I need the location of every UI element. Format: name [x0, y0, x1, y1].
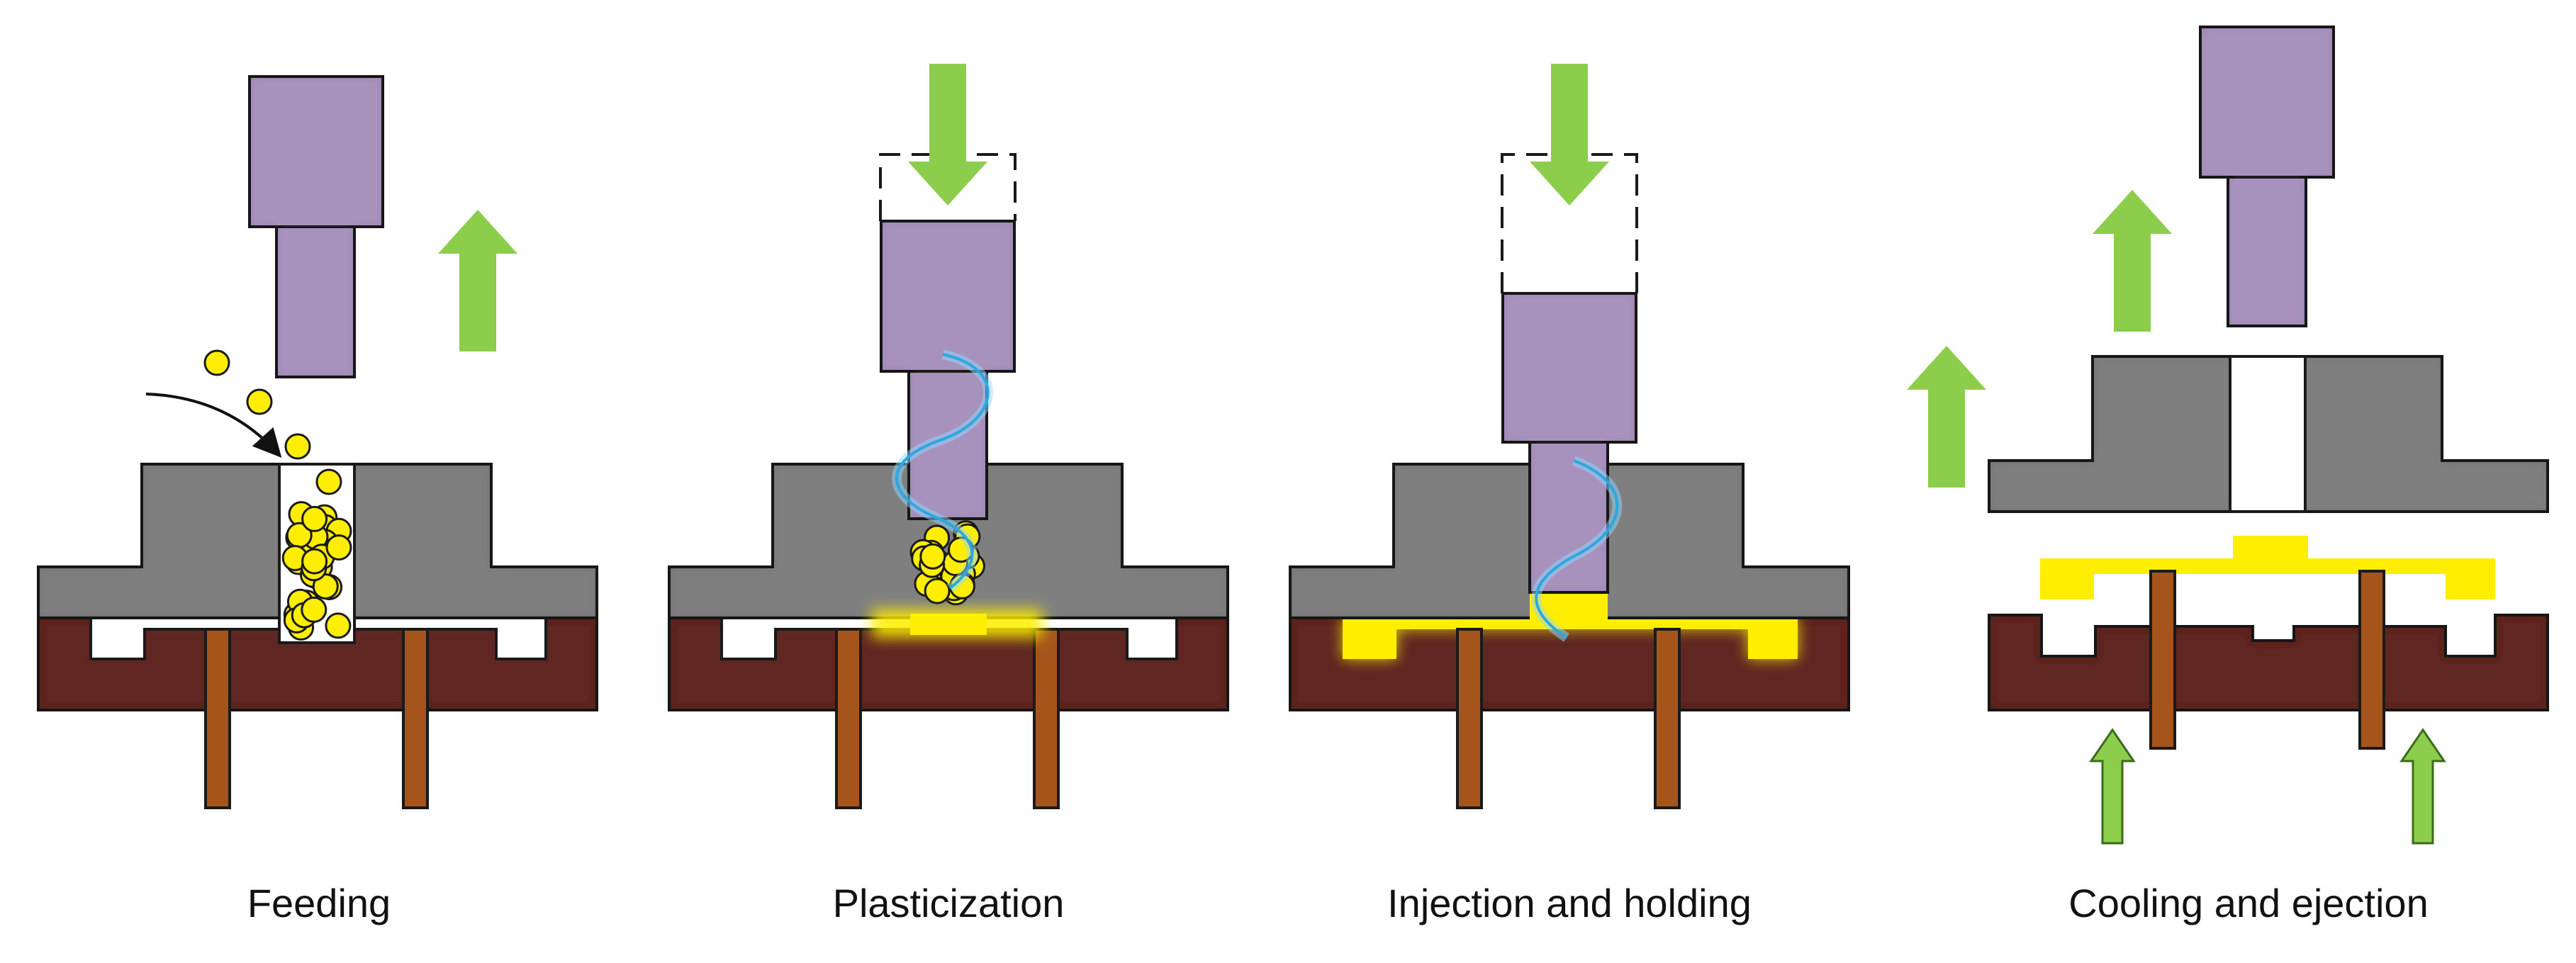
pellet-pile: [281, 501, 352, 641]
green-arrow-icon: [438, 210, 517, 351]
ejector-pin-left: [204, 628, 231, 809]
pellet-icon: [924, 578, 951, 604]
ejector-pin-right: [2358, 570, 2385, 750]
pellet-icon: [325, 534, 352, 561]
caption-cooling: Cooling and ejection: [2068, 881, 2429, 925]
green-arrow-icon: [1530, 64, 1609, 205]
caption-feeding: Feeding: [247, 881, 391, 925]
feed-channel: [2229, 355, 2307, 513]
heating-wire-icon: [1535, 459, 1619, 639]
pellet-icon: [301, 596, 327, 623]
panel-cooling: [1907, 26, 2549, 845]
caption-plasticization: Plasticization: [832, 881, 1065, 925]
pellet-icon: [203, 349, 230, 376]
green-arrow-icon: [2399, 728, 2446, 845]
caption-injection: Injection and holding: [1387, 881, 1752, 925]
lower-die: [1988, 614, 2549, 711]
pellet-icon: [301, 548, 328, 575]
pellet-icon: [312, 573, 339, 600]
molten-material: [910, 614, 987, 635]
ejector-pin-right: [402, 628, 429, 809]
ejector-pin-right: [1033, 628, 1060, 809]
green-arrow-icon: [2089, 728, 2136, 845]
pellet-icon: [315, 468, 342, 495]
feed-direction-arrow: [145, 393, 282, 458]
punch: [1501, 292, 1637, 594]
pellet-icon: [301, 505, 328, 532]
pellet-icon: [919, 543, 946, 570]
ejector-pin-left: [835, 628, 862, 809]
panel-plasticization: [668, 64, 1229, 809]
ejector-pin-left: [1456, 628, 1483, 809]
pellet-icon: [325, 612, 352, 639]
pellet-icon: [284, 433, 311, 460]
green-arrow-icon: [1907, 346, 1986, 488]
ejected-part: [2040, 536, 2495, 599]
punch: [2199, 26, 2335, 327]
green-arrow-icon: [908, 64, 987, 205]
panel-injection: [1289, 64, 1850, 809]
punch: [248, 75, 384, 378]
pellet-icon: [246, 388, 273, 415]
panel-feeding: [37, 75, 598, 809]
ejector-pin-right: [1654, 628, 1681, 809]
green-arrow-icon: [2093, 190, 2172, 332]
ejector-pin-left: [2149, 570, 2176, 750]
heating-wire-icon: [895, 353, 990, 590]
